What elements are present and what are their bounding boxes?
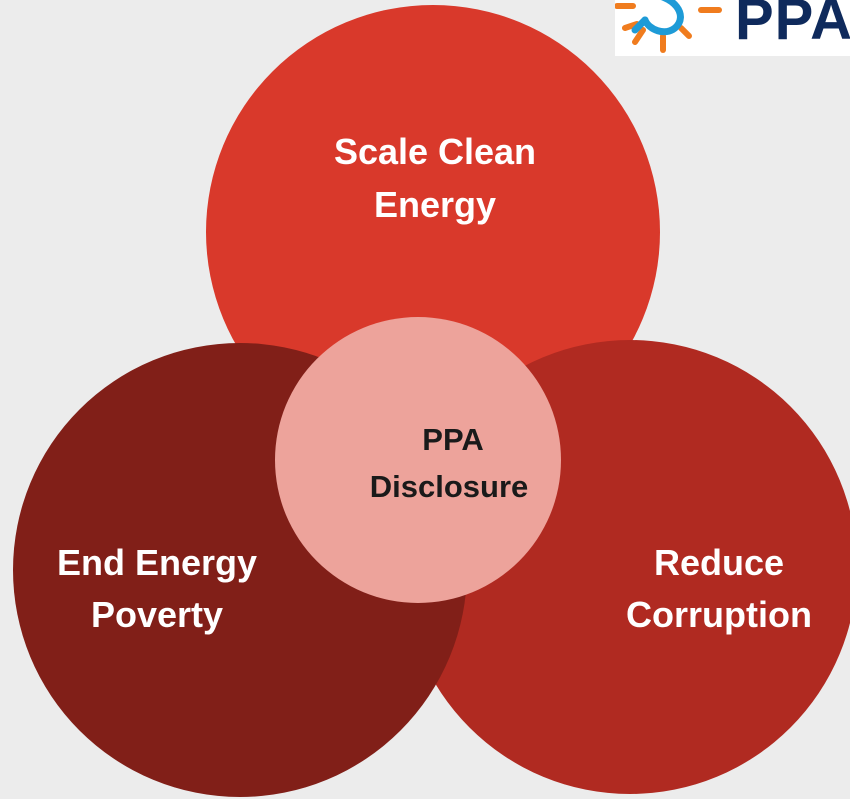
sun-plug-icon bbox=[615, 0, 722, 53]
right-circle-label-line1: Reduce bbox=[654, 542, 784, 583]
left-circle-label-line2: Poverty bbox=[91, 594, 223, 635]
top-circle-label-line1: Scale Clean bbox=[334, 131, 536, 172]
right-circle-label-line2: Corruption bbox=[626, 594, 812, 635]
ppa-logo[interactable]: PPA bbox=[615, 0, 850, 56]
center-circle bbox=[275, 317, 561, 603]
top-circle-label-line2: Energy bbox=[374, 184, 496, 225]
center-circle-label-line1: PPA bbox=[422, 422, 483, 457]
top-circle bbox=[206, 5, 660, 459]
left-circle-label-line1: End Energy bbox=[57, 542, 257, 583]
center-circle-label-line2: Disclosure bbox=[370, 469, 529, 504]
logo-text: PPA bbox=[735, 0, 850, 52]
